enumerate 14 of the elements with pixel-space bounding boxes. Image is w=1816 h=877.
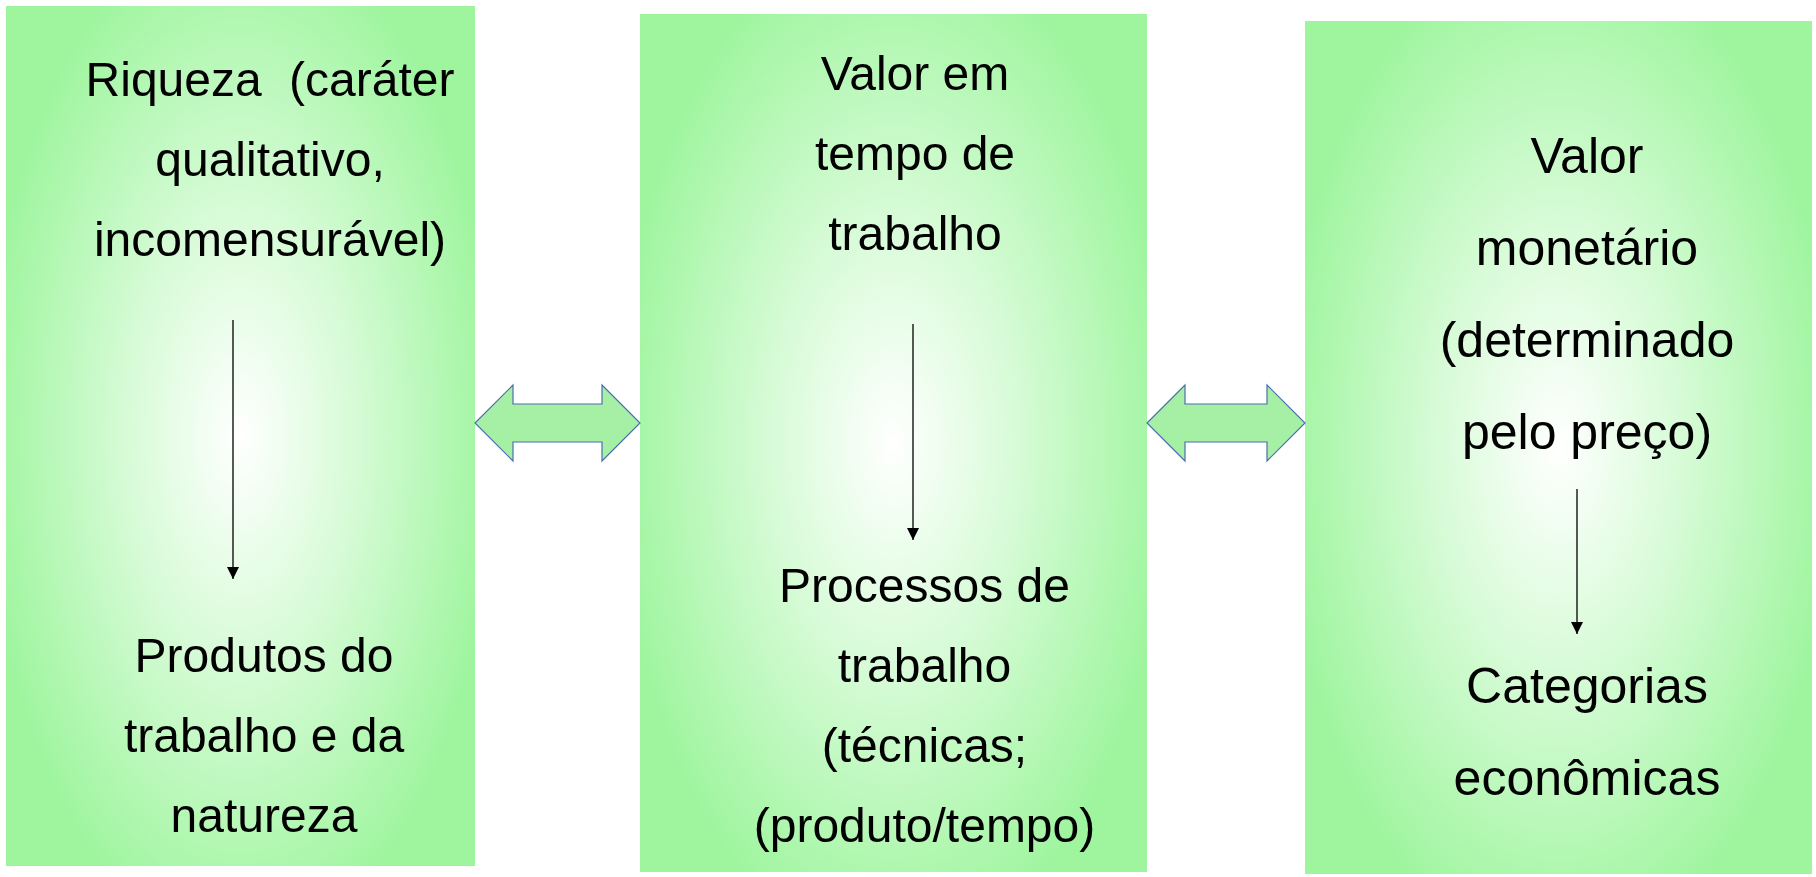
double-block-arrow [1146,383,1306,463]
gradient-panel [1305,21,1812,874]
node-text: Valor monetário (determinado pelo preço) [1427,110,1747,478]
arrow [227,319,239,580]
node-text: Processos de trabalho (técnicas; (produto/tempo) [752,546,1097,866]
node-text: Produtos do trabalho e da natureza [114,616,414,856]
node-text: Categorias econômicas [1442,640,1732,824]
node-text: Riqueza (caráter qualitativo, incomensurável) [85,40,455,280]
gradient-panel [6,6,475,866]
arrow [907,323,919,541]
node-text: Valor em tempo de trabalho [800,34,1030,274]
double-block-arrow [474,383,641,463]
gradient-panel [640,14,1147,872]
arrow [1571,488,1583,635]
